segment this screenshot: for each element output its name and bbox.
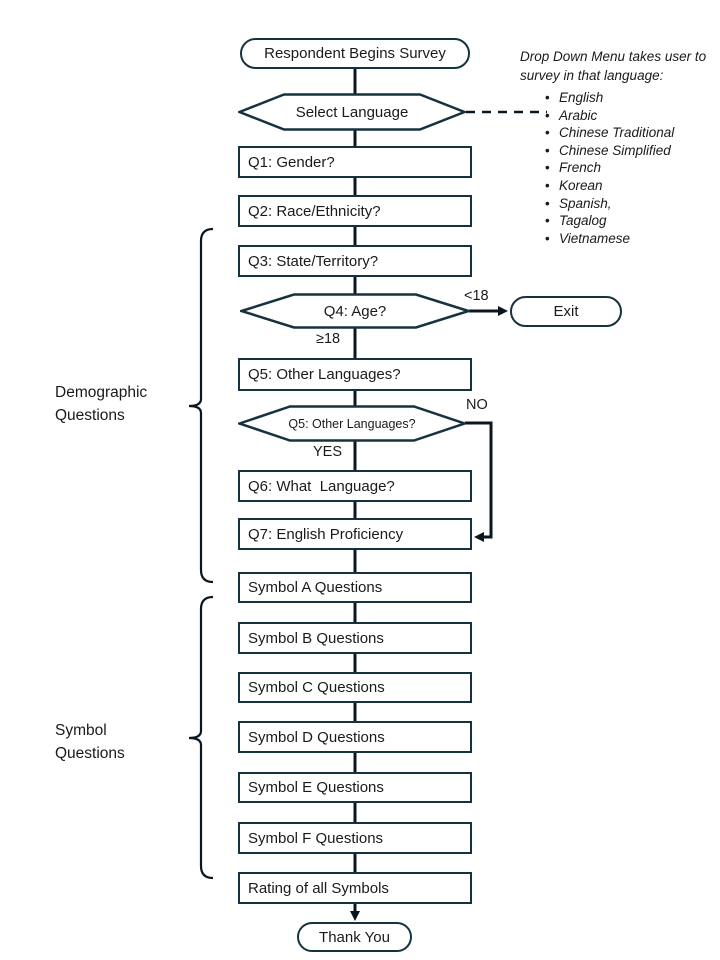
connector-no-path	[465, 421, 493, 539]
node-q3: Q3: State/Territory?	[238, 245, 472, 277]
hexagon-shape	[240, 293, 470, 329]
node-symbol-c-label: Symbol C Questions	[248, 679, 385, 696]
node-q7: Q7: English Proficiency	[238, 518, 472, 550]
note-language-item: Tagalog	[545, 212, 674, 230]
edge-label-under18: <18	[464, 288, 489, 304]
group-label-demographic-line2: Questions	[55, 407, 125, 424]
note-language-item: Chinese Traditional	[545, 124, 674, 142]
node-q5-label: Q5: Other Languages?	[248, 366, 401, 383]
node-rating-label: Rating of all Symbols	[248, 879, 389, 897]
node-select-language: Select Language	[238, 93, 466, 131]
note-language-item: Chinese Simplified	[545, 142, 674, 160]
node-symbol-a-label: Symbol A Questions	[248, 579, 383, 596]
node-thank-you-label: Thank You	[319, 928, 390, 946]
node-q2: Q2: Race/Ethnicity?	[238, 195, 472, 227]
node-q4-label: Q4: Age?	[323, 302, 387, 320]
node-symbol-c: Symbol C Questions	[238, 672, 472, 703]
note-language-item: English	[545, 89, 674, 107]
node-symbol-e: Symbol E Questions	[238, 772, 472, 803]
brace-demographic	[188, 227, 214, 584]
node-q3-label: Q3: State/Territory?	[248, 252, 379, 270]
node-q4: Q4: Age?	[240, 293, 470, 329]
node-q5-check: Q5: Other Languages?	[238, 405, 466, 442]
node-q1: Q1: Gender?	[238, 146, 472, 178]
node-rating: Rating of all Symbols	[238, 872, 472, 904]
arrowhead-q7	[474, 532, 484, 542]
note-title: Drop Down Menu takes user to survey in t…	[520, 49, 707, 83]
note-language-list: English Arabic Chinese Traditional Chine…	[545, 89, 674, 247]
node-q1-label: Q1: Gender?	[248, 153, 335, 171]
node-symbol-e-label: Symbol E Questions	[248, 779, 384, 796]
note-language-item: Vietnamese	[545, 230, 674, 248]
node-symbol-f-label: Symbol F Questions	[248, 829, 384, 847]
node-symbol-a: Symbol A Questions	[238, 572, 472, 603]
node-q5-check-label: Q5: Other Languages?	[288, 416, 416, 431]
note-language-item: Arabic	[545, 107, 674, 125]
arrowhead-thankyou	[350, 911, 360, 921]
note-language-item: Spanish,	[545, 195, 674, 213]
node-start-label: Respondent Begins Survey	[264, 45, 446, 62]
node-q6-label: Q6: What Language?	[248, 477, 395, 495]
node-symbol-b-label: Symbol B Questions	[248, 629, 384, 647]
node-symbol-b: Symbol B Questions	[238, 622, 472, 654]
group-label-demographic: Demographic Questions	[55, 381, 147, 427]
group-label-demographic-line1: Demographic	[55, 384, 148, 401]
edge-label-over18: ≥18	[316, 331, 341, 347]
note-language-item: French	[545, 159, 674, 177]
node-symbol-d: Symbol D Questions	[238, 721, 472, 753]
node-exit: Exit	[510, 296, 622, 327]
node-q6: Q6: What Language?	[238, 470, 472, 502]
node-symbol-f: Symbol F Questions	[238, 822, 472, 854]
node-q2-label: Q2: Race/Ethnicity?	[248, 202, 381, 220]
node-symbol-d-label: Symbol D Questions	[248, 728, 385, 746]
arrowhead-exit	[498, 306, 508, 316]
node-q5: Q5: Other Languages?	[238, 358, 472, 391]
note-language-item: Korean	[545, 177, 674, 195]
node-thank-you: Thank You	[297, 922, 412, 952]
node-exit-label: Exit	[553, 303, 579, 320]
group-label-symbol: Symbol Questions	[55, 719, 125, 765]
hexagon-shape	[238, 405, 466, 442]
group-label-symbol-line2: Questions	[55, 745, 125, 762]
hexagon-shape	[238, 93, 466, 131]
node-start: Respondent Begins Survey	[240, 38, 470, 69]
node-q7-label: Q7: English Proficiency	[248, 525, 404, 543]
group-label-symbol-line1: Symbol	[55, 722, 107, 739]
brace-symbol	[188, 595, 214, 880]
node-select-language-label: Select Language	[295, 103, 409, 121]
edge-label-no: NO	[466, 397, 488, 413]
edge-label-yes: YES	[313, 444, 343, 460]
